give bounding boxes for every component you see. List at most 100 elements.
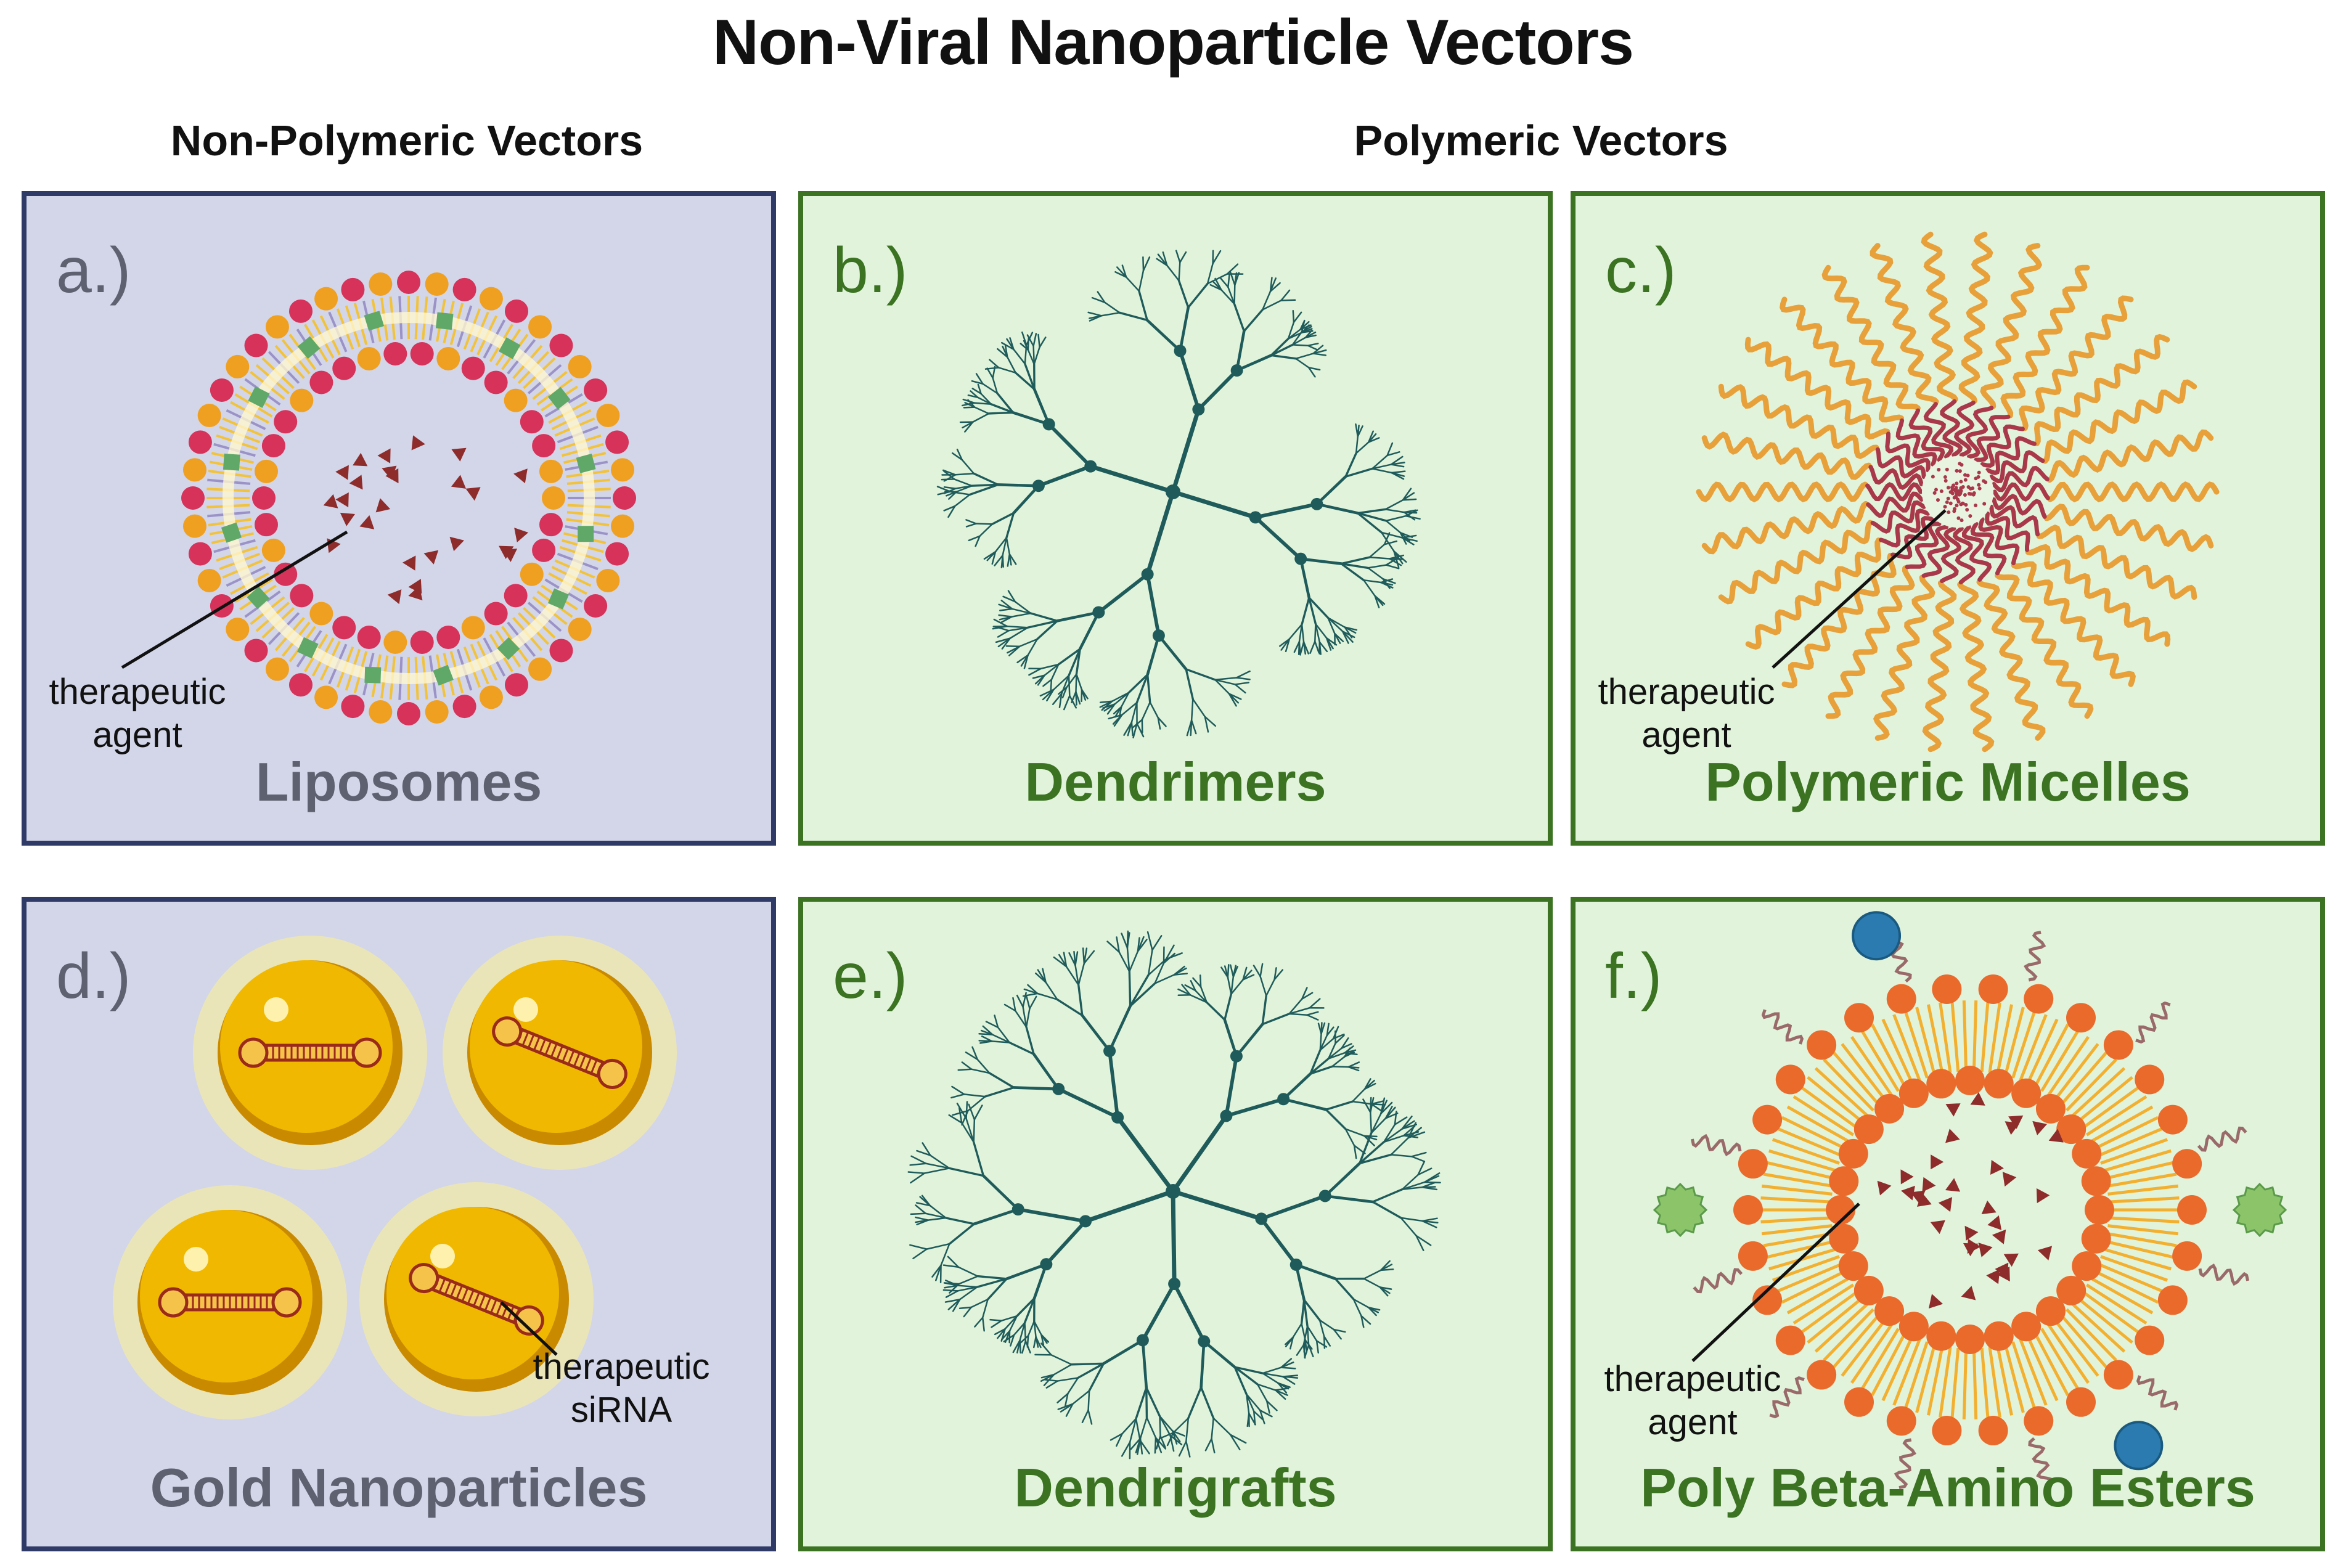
dendrimer-branch [1259,975,1267,997]
dendrimer-branch [1040,1342,1052,1356]
lipid-head [1826,1195,1855,1225]
hydrophobic-chain [1952,526,1976,585]
lipid-head [252,486,276,510]
lipid-tail [2059,1050,2109,1106]
dendrimer-branch [1224,1054,1238,1118]
dendrimer-branch [1400,1217,1417,1237]
dendrimer-branch [1032,333,1037,347]
sirna-rung [591,1060,597,1073]
lipid-tail [1823,1308,1874,1362]
drug-dot [1964,503,1968,507]
membrane-protein [498,337,521,359]
dendrimer-branch [1292,309,1295,324]
dendrimer-branch [1243,308,1264,333]
dendrimer-branch [1050,1354,1073,1366]
lipid-head [532,434,556,458]
sirna-group [238,1037,382,1068]
drug-triangle [359,515,375,529]
dendrimer-branch [1057,1377,1079,1382]
lipid-tail [2108,1216,2180,1223]
lipid-tail [2019,1014,2048,1082]
dendrimer-branch [1368,433,1377,443]
dendrimer-branch [1273,969,1284,981]
dendrimer-branch [1036,619,1058,640]
dendrimer-branch [1039,337,1047,348]
dendrimer-branch [1273,967,1277,981]
dendrimer-branch [943,474,957,482]
drug-triangle [323,494,338,508]
lipid-head [1854,1114,1884,1145]
lipid-tail [2053,1318,2099,1377]
lipid-head [397,702,420,725]
dendrimer-branch [1009,627,1029,639]
dendrimer-branch [980,393,992,405]
dendrimer-branch [1234,272,1240,286]
dendrimer-branch [970,1068,991,1074]
dendrimer-branch [1320,1022,1326,1035]
dendrimer-branch [1270,337,1289,357]
membrane-protein [248,386,270,408]
drug-triangle [449,536,464,552]
dendrimer-branch [1308,367,1321,371]
dendrimer-branch [1304,334,1317,338]
lipid-head [357,346,381,370]
callout-line-2: siRNA [570,1390,672,1430]
dendrimer-branch [1359,1153,1392,1165]
hydrophobic-chain [1940,399,1963,457]
drug-dot [1982,502,1987,506]
dendrimer-branch [1301,1323,1306,1341]
membrane-protein [497,637,520,660]
dendrimer-branch [926,1243,950,1250]
dendrimer-branch [1245,1393,1255,1413]
hydrophilic-chain [2036,525,2197,600]
dendrimer-branch [1371,1201,1402,1219]
dendrimer-branch [1256,1383,1268,1402]
hydrophobic-chain [1865,482,1923,502]
dendrimer-branch [997,637,1011,648]
sirna-rung [450,1284,457,1296]
dendrimer-branch [996,392,1015,414]
dendrimer-branch [935,1264,942,1281]
dendrimer-branch [907,1171,925,1174]
dendrimer-branch [1315,502,1360,515]
dendrimer-branch [1242,966,1248,981]
dendrimer-branch [1044,1219,1087,1267]
drug-dot [1984,480,1988,484]
dendrimer-branch [1380,531,1404,539]
dendrimer-branch [1179,306,1190,353]
drug-dot [1955,504,1959,508]
panel-name: Poly Beta-Amino Esters [1640,1457,2255,1518]
dendrimer-branch [1157,253,1168,266]
dendrimer-branch [1064,1392,1069,1408]
dendrimer-branch [1306,1325,1310,1346]
lipid-head [188,542,212,566]
lipid-head [383,342,407,366]
dendrimer-branch [1410,1151,1427,1158]
dendrimer-branch [1233,1366,1264,1374]
dendrimer-branch [967,1095,986,1112]
dendrimer-branch [970,390,979,398]
lipid-tail [2003,1343,2025,1413]
lipid-head [596,568,620,592]
drug-triangle [403,555,416,571]
dendrimer-branch [1341,1043,1352,1049]
liposome-icon [121,271,636,725]
dendrimer-branch [1146,931,1153,951]
dendrimer-branch [1053,956,1068,968]
lipid-head [197,568,221,592]
dendrimer-branch [1042,679,1053,687]
lipid-tail [1781,1270,1847,1304]
dendrimer-branch [1118,951,1130,973]
dendrimer-branch [1042,968,1047,984]
dendrimer-branch [1294,1263,1337,1280]
dendrimer-branch [1044,1379,1059,1382]
hydrophobic-chain [1965,406,1994,459]
dendrimer-branch [915,1204,926,1214]
lipid-head [1752,1105,1783,1135]
sirna-rung [545,1042,552,1055]
drug-triangle [2003,1253,2019,1267]
lipid-tail [2103,1247,2172,1271]
dendrimer-branch [1347,1061,1360,1068]
dendrimer-branch [1235,670,1251,679]
dendrimer-branch [1230,976,1235,995]
